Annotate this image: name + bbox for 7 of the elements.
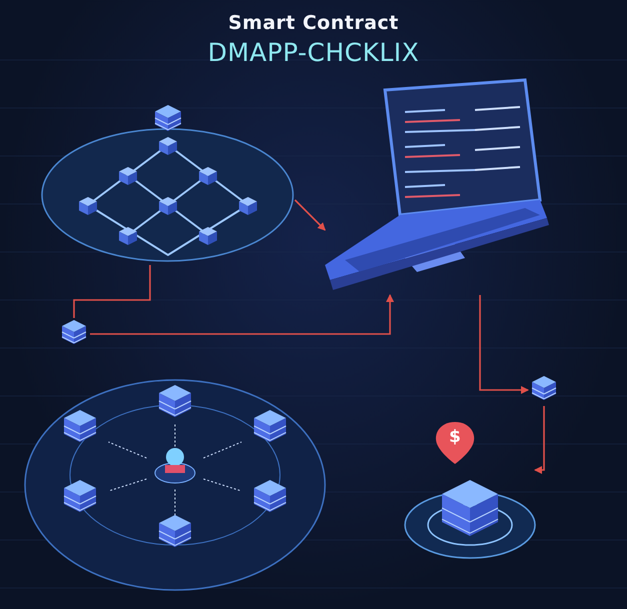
title: Smart Contract bbox=[227, 12, 400, 34]
arrow bbox=[479, 295, 529, 394]
arrow bbox=[90, 294, 394, 335]
currency-sign: $ bbox=[449, 427, 461, 447]
arrow bbox=[534, 406, 545, 474]
arrow bbox=[294, 199, 326, 231]
subtitle: DMAPP-CHCKLIX bbox=[206, 38, 420, 67]
